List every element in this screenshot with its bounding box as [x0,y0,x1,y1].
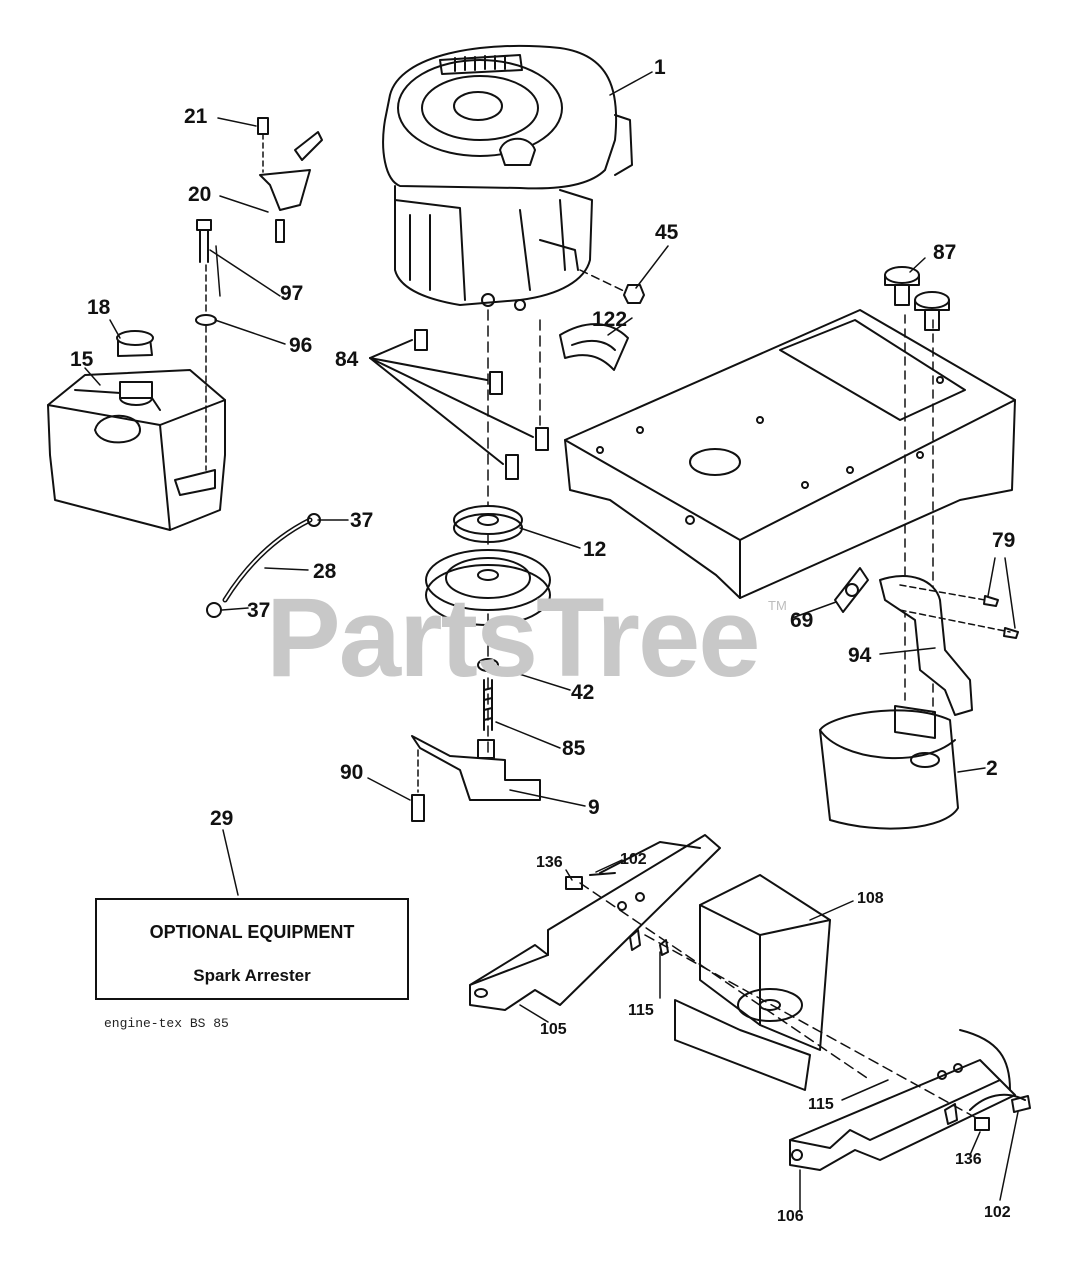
heat-shield-122-drawing [559,323,629,371]
callout-hose-clamp-bottom: 37 [247,599,271,622]
callout-engine: 1 [654,56,666,79]
diagram-footnote: engine-tex BS 85 [104,1016,229,1031]
engine-drawing [382,44,633,311]
optional-equipment-title: OPTIONAL EQUIPMENT [149,922,355,942]
callout-exhaust-pipe: 94 [848,644,872,667]
callout-throttle-screw: 21 [184,105,208,128]
callout-bolt-85: 85 [562,737,586,760]
optional-equipment-item: Spark Arrester [193,966,311,985]
callout-heat-shield-122: 122 [592,308,628,331]
mounting-bolts-drawing [369,329,549,480]
callout-screw-136-bottom: 136 [955,1151,982,1168]
callout-nut-45: 45 [655,221,679,244]
callout-nut-115-bottom: 115 [808,1096,834,1113]
callout-bolt-90: 90 [340,761,364,784]
frame-drawing [564,309,1016,721]
callout-bracket-105: 105 [540,1021,567,1038]
exhaust-pipe-drawing [834,567,1019,716]
callout-screw-136-top: 136 [536,854,563,871]
leader-lines [84,71,1019,1211]
heat-shield-108-drawing [674,874,831,1091]
nut-45-drawing [579,269,645,304]
belt-guide-drawing [411,735,541,822]
callout-bolt-97: 97 [280,282,304,305]
callout-knob-87: 87 [933,241,957,264]
callout-fuel-cap: 18 [87,296,111,319]
callout-muffler: 2 [986,757,998,780]
fuel-tank-drawing [47,330,226,531]
callout-heat-shield-108: 108 [857,890,884,907]
bracket-106-drawing [789,1029,1031,1171]
callout-screw-102-bottom: 102 [984,1204,1011,1221]
watermark: PartsTree [266,575,761,700]
callout-washer-42: 42 [571,681,595,704]
callout-hose-clamp-top: 37 [350,509,374,532]
callout-bracket-106: 106 [777,1208,804,1225]
callout-pulley: 12 [583,538,607,561]
bracket-105-drawing [469,834,721,1011]
callout-fuel-line: 28 [313,560,337,583]
callout-fuel-tank: 15 [70,348,94,371]
callout-screws-79: 79 [992,529,1016,552]
callout-screw-102-top: 102 [620,851,647,868]
watermark-trademark: TM [768,598,787,613]
callout-gasket: 69 [790,609,814,632]
callout-belt-guide: 9 [588,796,600,819]
callout-throttle-bracket: 20 [188,183,212,206]
callout-bolts-84: 84 [335,348,359,371]
optional-equipment-box: OPTIONAL EQUIPMENT Spark Arrester [95,898,409,1000]
muffler-drawing [819,705,959,830]
callout-optional-equipment: 29 [210,807,234,830]
bolt-85-drawing [483,679,493,731]
throttle-bracket-drawing [257,117,323,243]
washer-42-drawing [477,658,499,672]
callout-washer-96: 96 [289,334,313,357]
knob-87-drawing [884,266,950,331]
callout-nut-115-top: 115 [628,1002,654,1019]
